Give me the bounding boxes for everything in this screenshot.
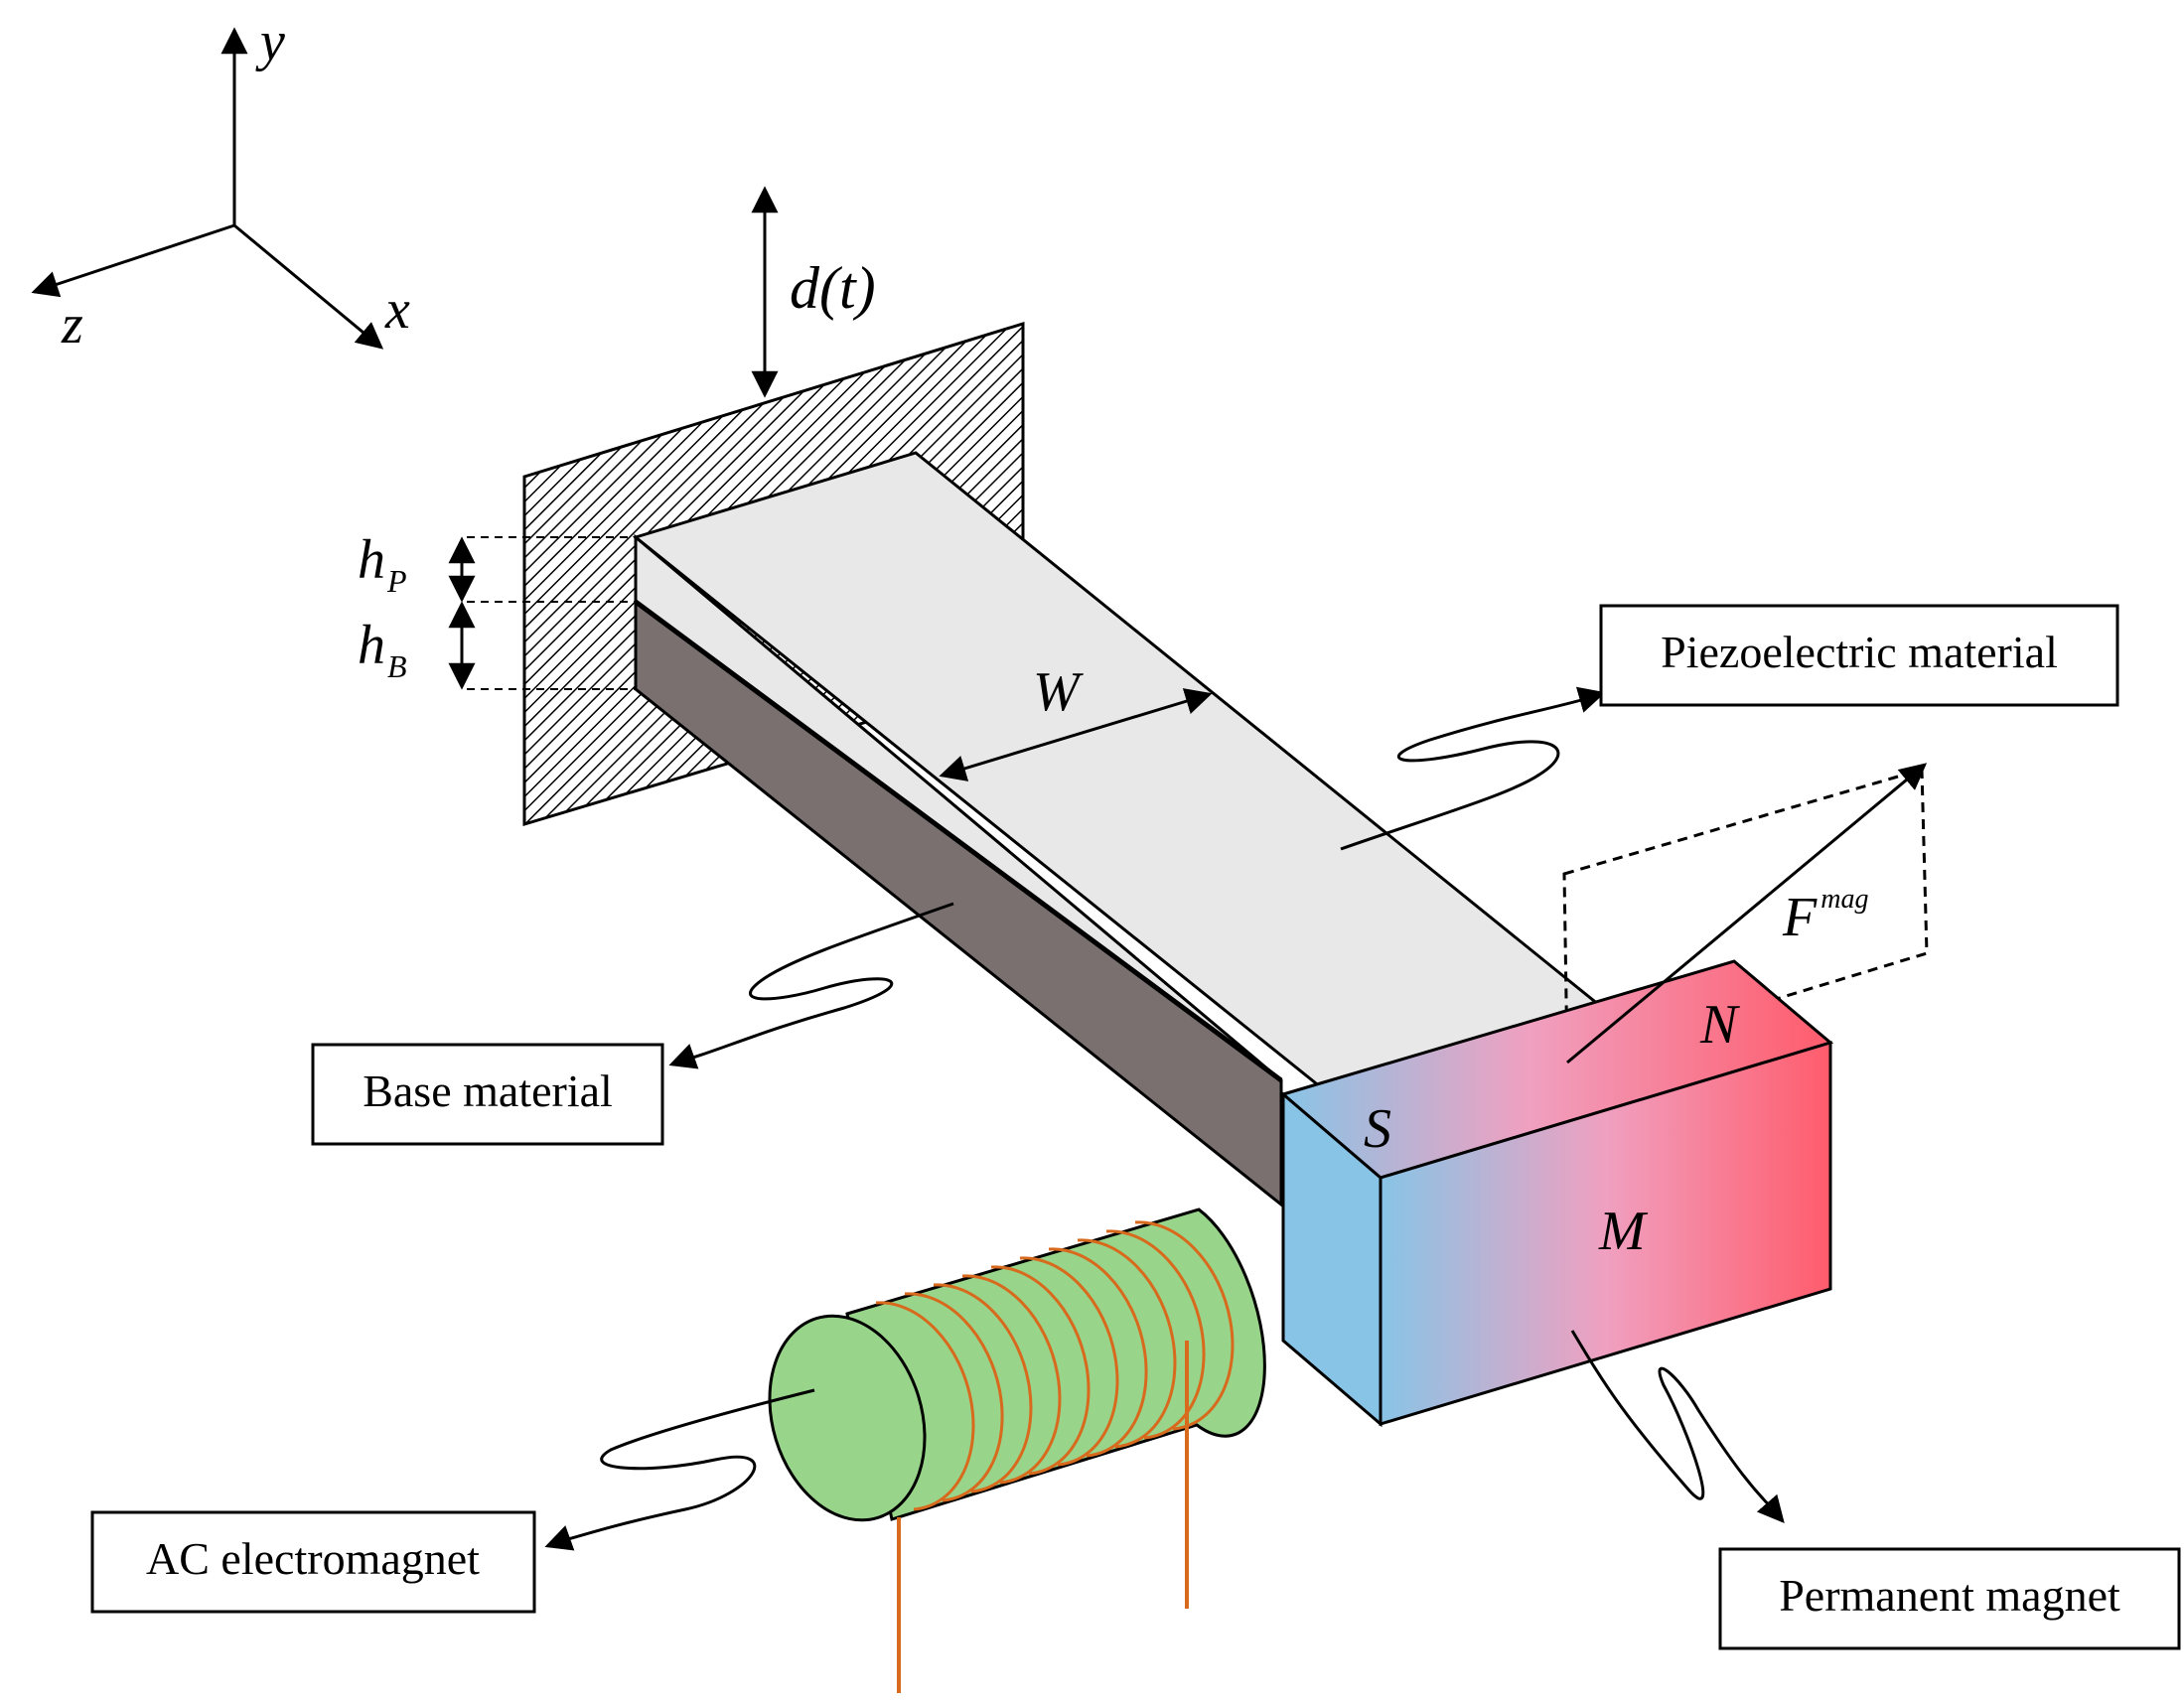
width-arrow: [939, 688, 1213, 781]
magnet-front-face: [1379, 1040, 1832, 1427]
electromagnet-label-box: AC electromagnet: [90, 1510, 536, 1614]
piezo-label-box: Piezoelectric material: [1599, 604, 2119, 707]
axis-label-x: x: [384, 279, 410, 341]
axis-label-y: y: [255, 11, 285, 72]
coordinate-axes: [31, 27, 384, 350]
coil-end-face: [768, 1314, 927, 1522]
force-arrow: [1566, 763, 1928, 1064]
permanent-leader: [1570, 1330, 1780, 1516]
permanent-label-box: Permanent magnet: [1718, 1547, 2181, 1650]
x-axis: [233, 223, 384, 350]
electromagnet-leader: [550, 1388, 815, 1546]
coil-windings: [875, 1220, 1235, 1511]
axis-label-z: z: [61, 294, 83, 355]
force-superscript: mag: [1820, 884, 1868, 915]
piezo-label: Piezoelectric material: [1661, 627, 2058, 677]
beam-edge: [634, 599, 1283, 1083]
thickness-dimensions: [467, 536, 636, 690]
hp-subscript: P: [386, 563, 407, 599]
width-label: W: [1033, 661, 1084, 723]
electromagnet-label: AC electromagnet: [146, 1533, 480, 1584]
south-pole-label: S: [1364, 1098, 1391, 1160]
base-leader: [674, 902, 954, 1064]
hb-label: hB: [358, 615, 407, 684]
base-label: Base material: [363, 1065, 613, 1116]
base-label-box: Base material: [311, 1043, 664, 1146]
electromagnet: [768, 1207, 1266, 1693]
magnetization-label: M: [1598, 1201, 1649, 1262]
hb-subscript: B: [387, 648, 407, 684]
piezo-leader: [1340, 693, 1600, 851]
permanent-label: Permanent magnet: [1779, 1570, 2120, 1621]
hp-label: hP: [358, 529, 407, 599]
north-pole-label: N: [1699, 994, 1740, 1056]
z-axis: [31, 223, 235, 298]
displacement-label: d(t): [790, 255, 876, 321]
